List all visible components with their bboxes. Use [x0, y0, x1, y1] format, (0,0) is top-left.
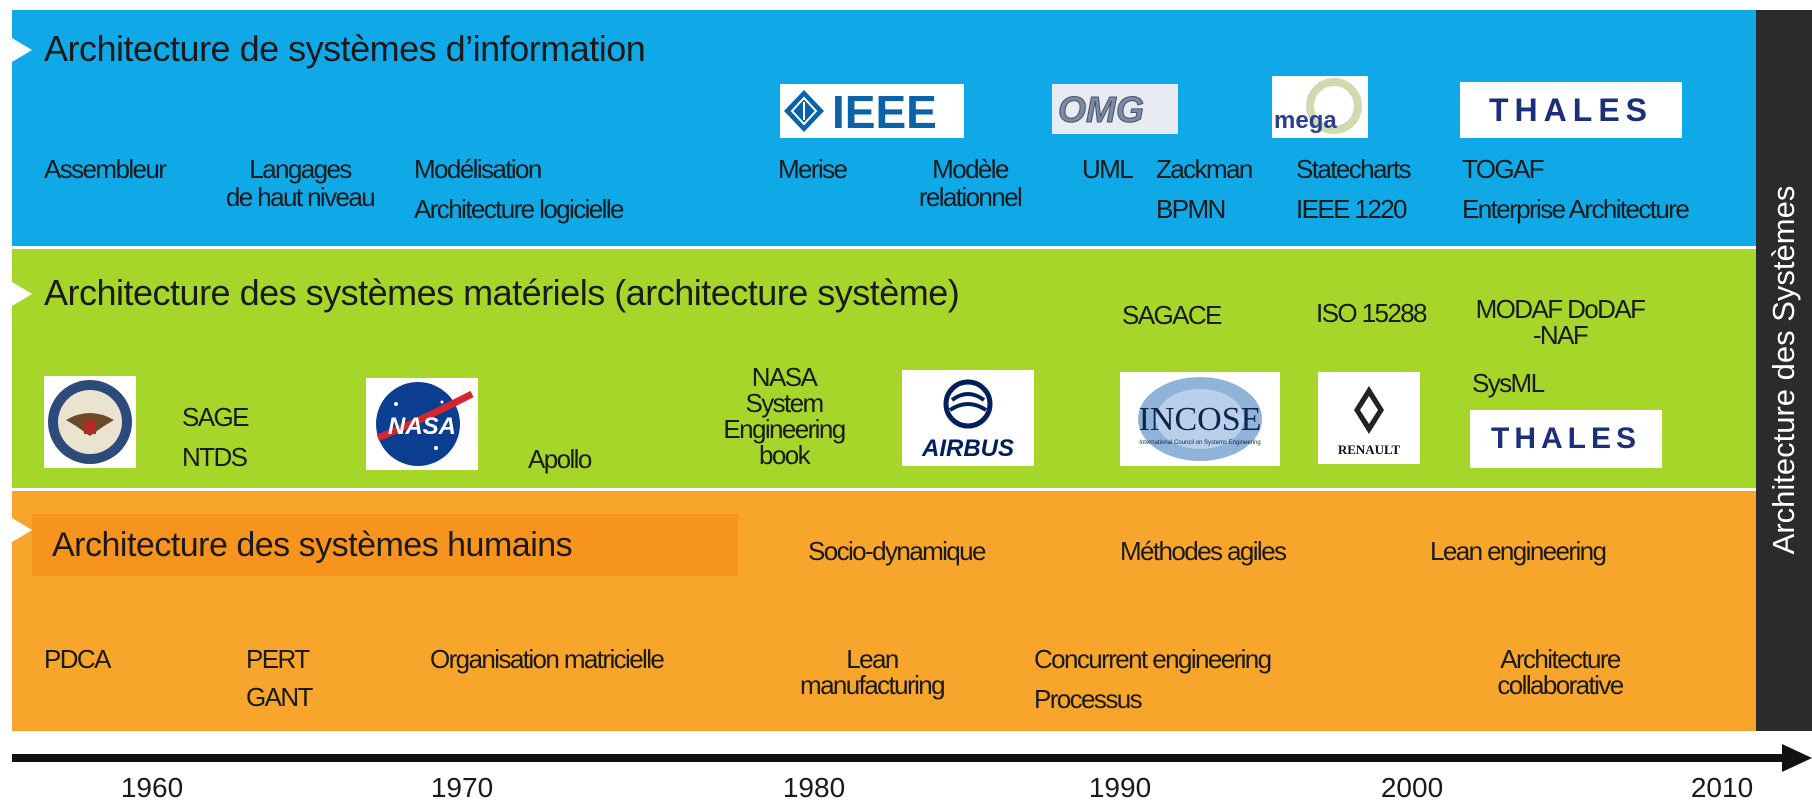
omg-logo: OMG [1052, 84, 1178, 134]
band-marker-arrow-icon [12, 282, 32, 306]
item-lean-engineering: Lean engineering [1430, 536, 1607, 566]
item-bpmn: BPMN [1156, 194, 1226, 224]
item-organisation-matricielle: Organisation matricielle [430, 644, 665, 674]
item-sage: SAGE [182, 402, 249, 432]
item-modele-line2: relationnel [918, 182, 1023, 212]
item-processus: Processus [1034, 684, 1143, 714]
year-label: 2000 [1380, 772, 1444, 803]
item-nasa-book-line2: System [745, 388, 824, 418]
airbus-logo: AIRBUS [902, 370, 1034, 466]
side-label: Architecture des Systèmes [1766, 185, 1801, 555]
item-architecture-logicielle: Architecture logicielle [414, 194, 624, 224]
item-merise: Merise [778, 154, 848, 184]
item-lean-manufacturing-line2: manufacturing [800, 670, 946, 700]
year-label: 2010 [1690, 772, 1754, 803]
renault-logo: RENAULT [1318, 372, 1420, 464]
year-label: 1970 [430, 772, 494, 803]
ieee-logo-text: IEEE [832, 86, 937, 138]
incose-logo-text: INCOSE [1139, 401, 1262, 438]
item-methodes-agiles: Méthodes agiles [1120, 536, 1287, 566]
item-lean-manufacturing-line1: Lean [846, 644, 899, 674]
item-nasa-book-line3: Engineering [723, 414, 846, 444]
dod-seal-logo [44, 376, 136, 468]
item-nasa-book-line1: NASA [751, 362, 818, 392]
airbus-logo-text: AIRBUS [921, 435, 1014, 462]
omg-logo-text: OMG [1058, 89, 1144, 130]
item-ieee-1220: IEEE 1220 [1296, 194, 1408, 224]
item-langages-line1: Langages [249, 154, 352, 184]
year-label: 1960 [120, 772, 184, 803]
item-architecture-collaborative-line2: collaborative [1497, 670, 1624, 700]
item-iso-15288: ISO 15288 [1316, 298, 1428, 328]
item-apollo: Apollo [528, 444, 592, 474]
item-sysml: SysML [1472, 368, 1545, 398]
mega-logo: mega [1272, 76, 1368, 138]
timeline-axis [12, 754, 1784, 762]
item-sagace: SAGACE [1122, 300, 1222, 330]
item-ntds: NTDS [182, 442, 248, 472]
item-architecture-collaborative-line1: Architecture [1500, 644, 1621, 674]
item-nasa-book-line4: book [759, 440, 811, 470]
nasa-logo: NASA [366, 378, 478, 470]
item-socio-dynamique: Socio-dynamique [808, 536, 987, 566]
item-concurrent-engineering: Concurrent engineering [1034, 644, 1272, 674]
incose-logo: INCOSE International Council on Systems … [1120, 372, 1280, 466]
band-marker-arrow-icon [12, 518, 32, 542]
band-materiels [12, 249, 1756, 488]
item-modelisation: Modélisation [414, 154, 542, 184]
ieee-logo: IEEE [780, 84, 964, 138]
thales-logo-text: THALES [1489, 91, 1653, 128]
renault-logo-text: RENAULT [1338, 442, 1401, 457]
thales-logo-2-text: THALES [1491, 422, 1641, 455]
timeline-arrow-icon [1782, 744, 1812, 772]
item-togaf: TOGAF [1462, 154, 1545, 184]
band-title-materiels: Architecture des systèmes matériels (arc… [44, 272, 960, 313]
item-modaf-line1: MODAF DoDAF [1475, 294, 1646, 324]
item-modele-line1: Modèle [932, 154, 1009, 184]
item-enterprise-architecture: Enterprise Architecture [1462, 194, 1690, 224]
year-label: 1990 [1088, 772, 1152, 803]
item-statecharts: Statecharts [1296, 154, 1412, 184]
item-pert: PERT [246, 644, 310, 674]
thales-logo-2: THALES [1470, 410, 1662, 468]
thales-logo: THALES [1460, 82, 1682, 138]
item-uml: UML [1082, 154, 1134, 184]
year-label: 1980 [782, 772, 846, 803]
item-gant: GANT [246, 682, 313, 712]
nasa-logo-text: NASA [388, 413, 456, 440]
band-title-humains-box [32, 514, 738, 576]
item-assembleur: Assembleur [44, 154, 167, 184]
mega-logo-text: mega [1274, 107, 1337, 134]
incose-logo-subtext: International Council on Systems Enginee… [1139, 440, 1260, 446]
band-marker-arrow-icon [12, 38, 32, 62]
item-modaf-line2: -NAF [1532, 320, 1589, 350]
band-title-information: Architecture de systèmes d’information [44, 28, 646, 69]
item-pdca: PDCA [44, 644, 111, 674]
item-zackman: Zackman [1156, 154, 1253, 184]
band-title-humains: Architecture des systèmes humains [52, 526, 573, 564]
item-langages-line2: de haut niveau [225, 182, 376, 212]
side-bar: Architecture des Systèmes [1756, 10, 1812, 731]
